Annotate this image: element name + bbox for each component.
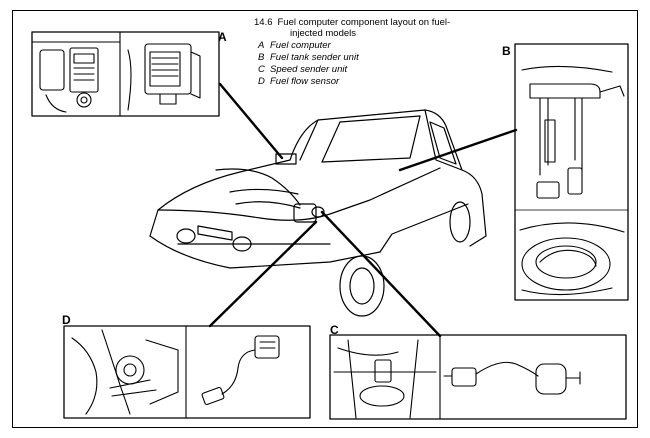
figure-number: 14.6 [254,17,273,28]
inset-a-fuel-computer [31,31,220,117]
leader-lines [208,82,518,338]
panel-label-b: B [502,44,511,58]
inset-b-tank-sender [514,43,629,301]
panel-label-a: A [218,30,227,44]
panel-label-c: C [330,323,339,337]
figure-caption: 14.6 Fuel computer component layout on fu… [254,17,450,39]
car-body [149,109,487,317]
caption-line-2: injected models [290,28,357,39]
inset-c-speed-sender [329,334,627,420]
panel-label-d: D [62,313,71,327]
inset-d-flow-sensor [63,325,311,419]
caption-line-1: 14.6 Fuel computer component layout on fu… [254,17,450,28]
figure-frame [12,10,638,428]
figure-title: Fuel computer component layout on fuel- [277,17,451,28]
